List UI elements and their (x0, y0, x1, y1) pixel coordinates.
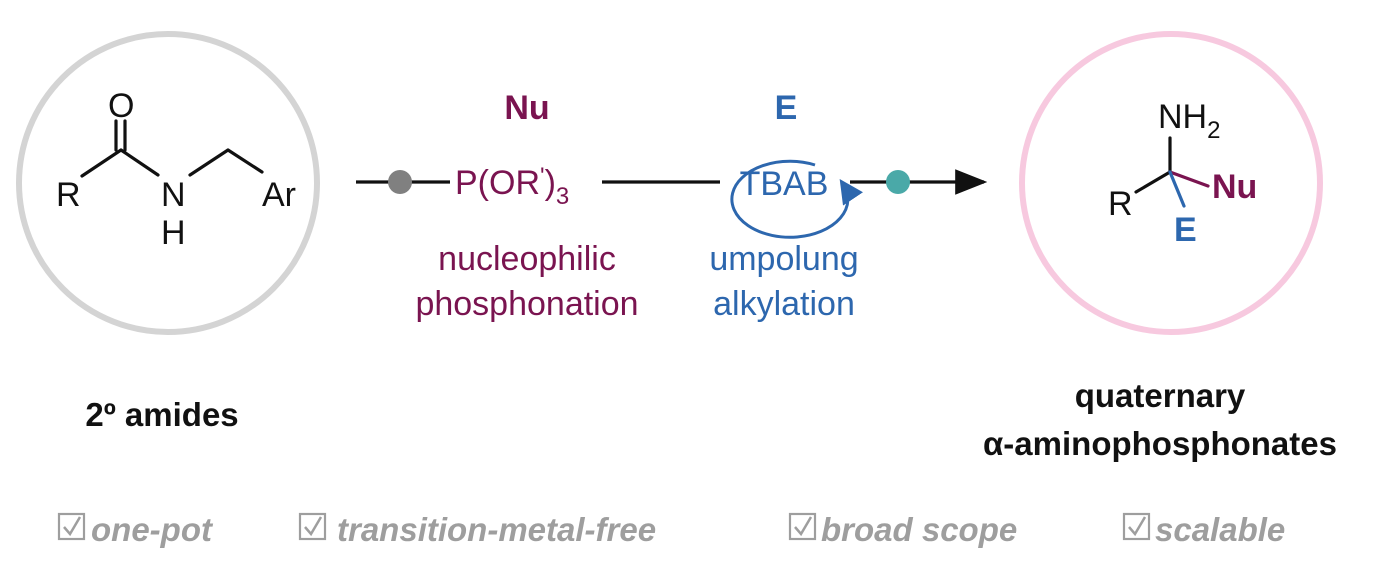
feature-label: one-pot (91, 511, 214, 548)
product-bond-r-c (1134, 170, 1172, 194)
catalyst-label: TBAB (740, 165, 829, 203)
product-amine: NH2 (1158, 98, 1220, 144)
amide-bond-c-n (119, 148, 160, 177)
feature-label: transition-metal-free (337, 511, 656, 548)
checkmark-icon (63, 516, 82, 537)
checkmark-icon (794, 516, 813, 537)
amide-structure (80, 119, 264, 178)
product-r-group: R (1108, 185, 1133, 223)
checkbox-icon (788, 512, 817, 541)
checkbox-icon (1122, 512, 1151, 541)
product-nu: Nu (1212, 168, 1257, 206)
feature-list: one-pot transition-metal-free broad scop… (57, 511, 1285, 548)
checkbox-icon (298, 512, 327, 541)
amide-circle (16, 31, 320, 335)
amide-r-group: R (56, 176, 81, 214)
e-label: E (775, 89, 798, 127)
product-circle (1019, 31, 1323, 335)
alkylation-dot (886, 170, 910, 194)
amide-bond-n-ch2 (188, 148, 230, 177)
phosphonation-dot (388, 170, 412, 194)
nu-step-line1: nucleophilic (438, 240, 616, 278)
feature-one-pot: one-pot (57, 511, 214, 548)
checkmark-icon (304, 516, 323, 537)
product-structure (1134, 136, 1210, 208)
catalytic-cycle-arrow (730, 159, 863, 239)
feature-transition-metal-free: transition-metal-free (298, 511, 656, 548)
nu-label: Nu (504, 89, 549, 127)
amide-bond-ch2-ar (226, 148, 264, 174)
feature-label: scalable (1155, 511, 1285, 548)
product-caption-line2: α-aminophosphonates (983, 425, 1337, 462)
amide-hydrogen: H (161, 214, 186, 252)
phosphite-reagent: P(OR')3 (455, 163, 569, 210)
nu-step-line2: phosphonation (415, 285, 638, 323)
amide-nitrogen: N (161, 176, 186, 214)
e-step-line1: umpolung (709, 240, 858, 278)
product-caption-line1: quaternary (1075, 377, 1246, 414)
feature-scalable: scalable (1122, 511, 1285, 548)
e-step-line2: alkylation (713, 285, 855, 323)
checkbox-icon (57, 512, 86, 541)
product-bond-c-e (1168, 170, 1186, 208)
feature-broad-scope: broad scope (788, 511, 1017, 548)
amide-aryl: Ar (262, 176, 296, 214)
product-bond-c-nu (1168, 170, 1210, 188)
amide-oxygen: O (108, 87, 134, 125)
feature-label: broad scope (821, 511, 1017, 548)
checkmark-icon (1128, 516, 1147, 537)
product-e: E (1174, 211, 1197, 249)
amide-bond-r-c (80, 148, 123, 178)
amide-caption: 2º amides (85, 396, 238, 433)
